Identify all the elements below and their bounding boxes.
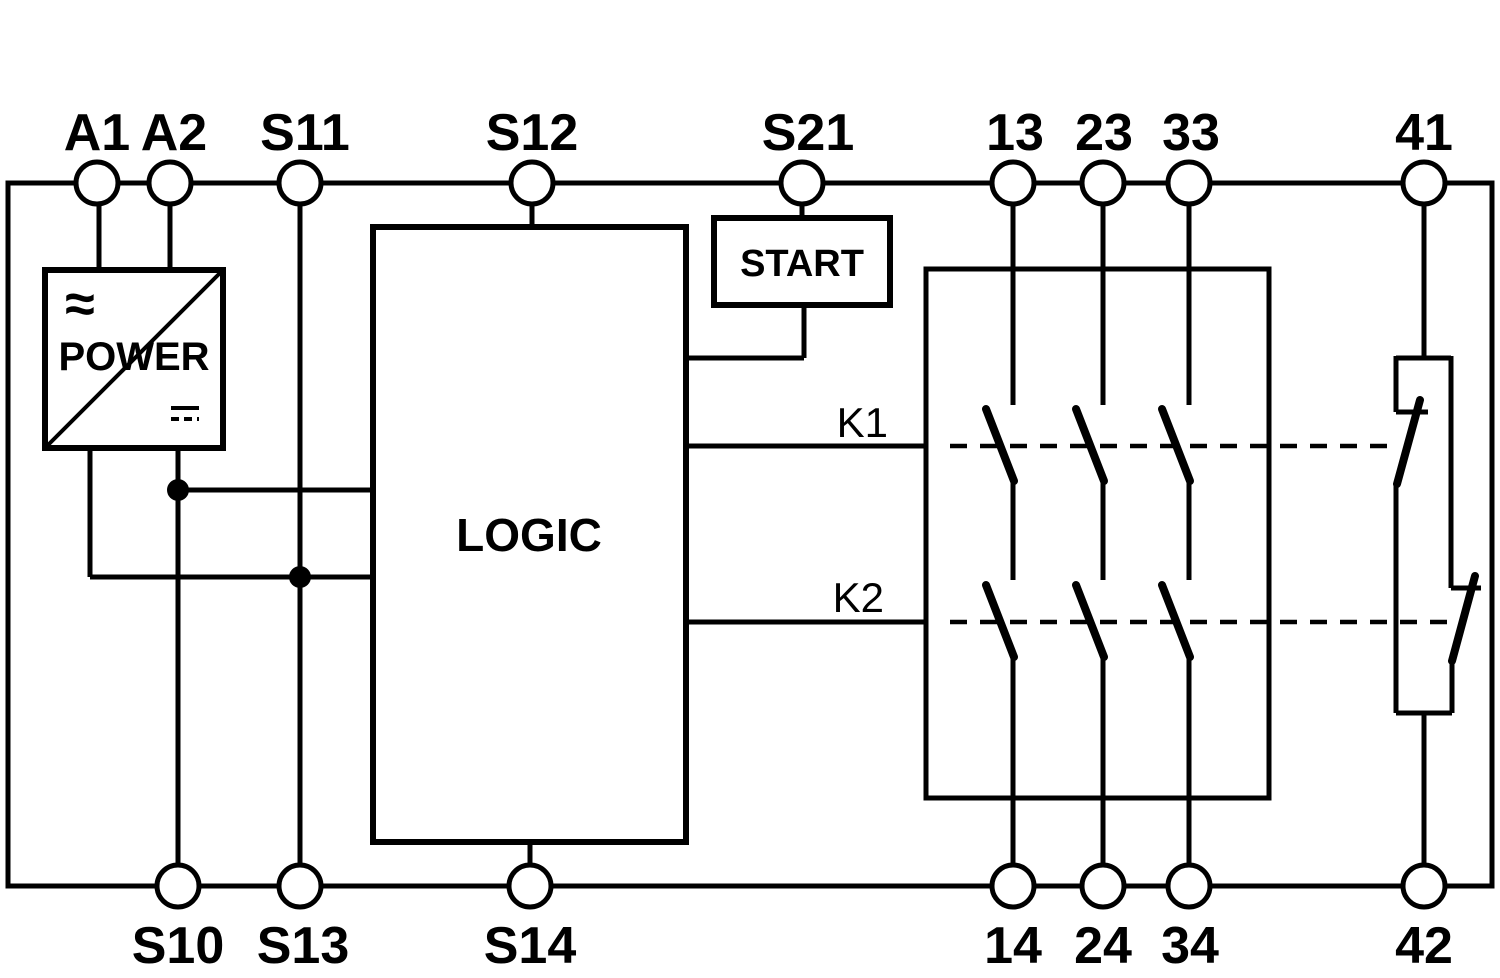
terminal-42 [1400,862,1448,910]
terminal-label-s10: S10 [132,917,225,975]
k2-contact-blade-14 [982,581,1018,661]
no-contacts [982,204,1194,866]
contact-box [923,266,1272,801]
k2-contact-blade-34 [1158,581,1194,661]
wiring [87,204,926,866]
relay-k1-label: K1 [837,399,888,446]
terminal-33 [1165,159,1213,207]
terminal-13 [989,159,1037,207]
power-diagonal [43,268,225,450]
terminal-label-14: 14 [984,917,1042,975]
terminal-label-s12: S12 [486,104,579,162]
terminal-label-13: 13 [986,104,1044,162]
bottom-terminals [154,862,1448,910]
terminal-label-33: 33 [1162,104,1220,162]
terminal-label-23: 23 [1075,104,1133,162]
terminal-23 [1079,159,1127,207]
terminal-34 [1165,862,1213,910]
terminal-14 [989,862,1037,910]
terminal-label-24: 24 [1074,917,1132,975]
power-label: POWER [58,335,209,379]
terminal-s12 [508,159,556,207]
start-block: START [711,215,893,308]
terminal-label-s14: S14 [484,917,577,975]
start-label: START [740,243,864,285]
k2-contact-blade-24 [1072,581,1108,661]
top-terminal-labels: A1 A2 S11 S12 S21 13 23 33 41 [64,104,1453,162]
terminal-s10 [154,862,202,910]
terminal-s14 [506,862,554,910]
terminal-24 [1079,862,1127,910]
ac-symbol: ≈ [65,274,95,334]
terminal-label-41: 41 [1395,104,1453,162]
terminal-label-a1: A1 [64,104,130,162]
bottom-terminal-labels: S10 S13 S14 14 24 34 42 [132,917,1453,975]
terminal-a2 [146,159,194,207]
logic-block: LOGIC [370,224,689,845]
terminal-a1 [73,159,121,207]
junction-dot [167,479,189,501]
terminal-s21 [778,159,826,207]
device-border [5,180,1495,889]
dc-icon [171,406,199,421]
device-outline [5,180,1495,889]
nc-blade-k2 [1448,572,1479,665]
logic-box [370,224,689,845]
k1-contact-blade-33 [1158,405,1194,485]
start-box [711,215,893,308]
junction-dot [289,566,311,588]
terminal-label-s11: S11 [260,104,350,162]
power-block: ≈ POWER [42,267,226,451]
logic-label: LOGIC [456,509,602,561]
terminal-s11 [276,159,324,207]
terminal-label-a2: A2 [141,104,207,162]
k1-contact-blade-23 [1072,405,1108,485]
top-terminals [73,159,1448,207]
terminal-41 [1400,159,1448,207]
nc-blade-k1 [1393,396,1424,488]
terminal-label-34: 34 [1161,917,1219,975]
terminal-label-s13: S13 [257,917,350,975]
terminal-label-s21: S21 [762,104,855,162]
relay-k2-label: K2 [833,574,884,621]
terminal-s13 [276,862,324,910]
nc-contact-assembly [1393,204,1481,866]
terminal-label-42: 42 [1395,917,1453,975]
k1-contact-blade-13 [982,405,1018,485]
